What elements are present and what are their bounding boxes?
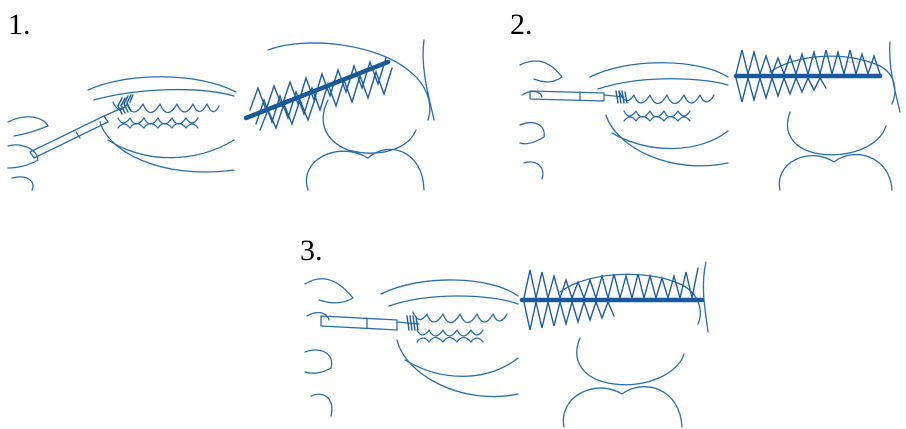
step-2-mouth-illustration [520,55,730,185]
step-3-mouth-illustration [305,270,520,422]
step-2-closeup-illustration [730,42,900,190]
step-3-label: 3. [300,236,323,266]
step-1-label: 1. [8,10,31,40]
step-1-mouth-illustration [8,70,238,195]
step-2-label: 2. [510,10,533,40]
step-1-closeup-illustration [238,40,438,195]
step-3-closeup-illustration [520,262,710,427]
